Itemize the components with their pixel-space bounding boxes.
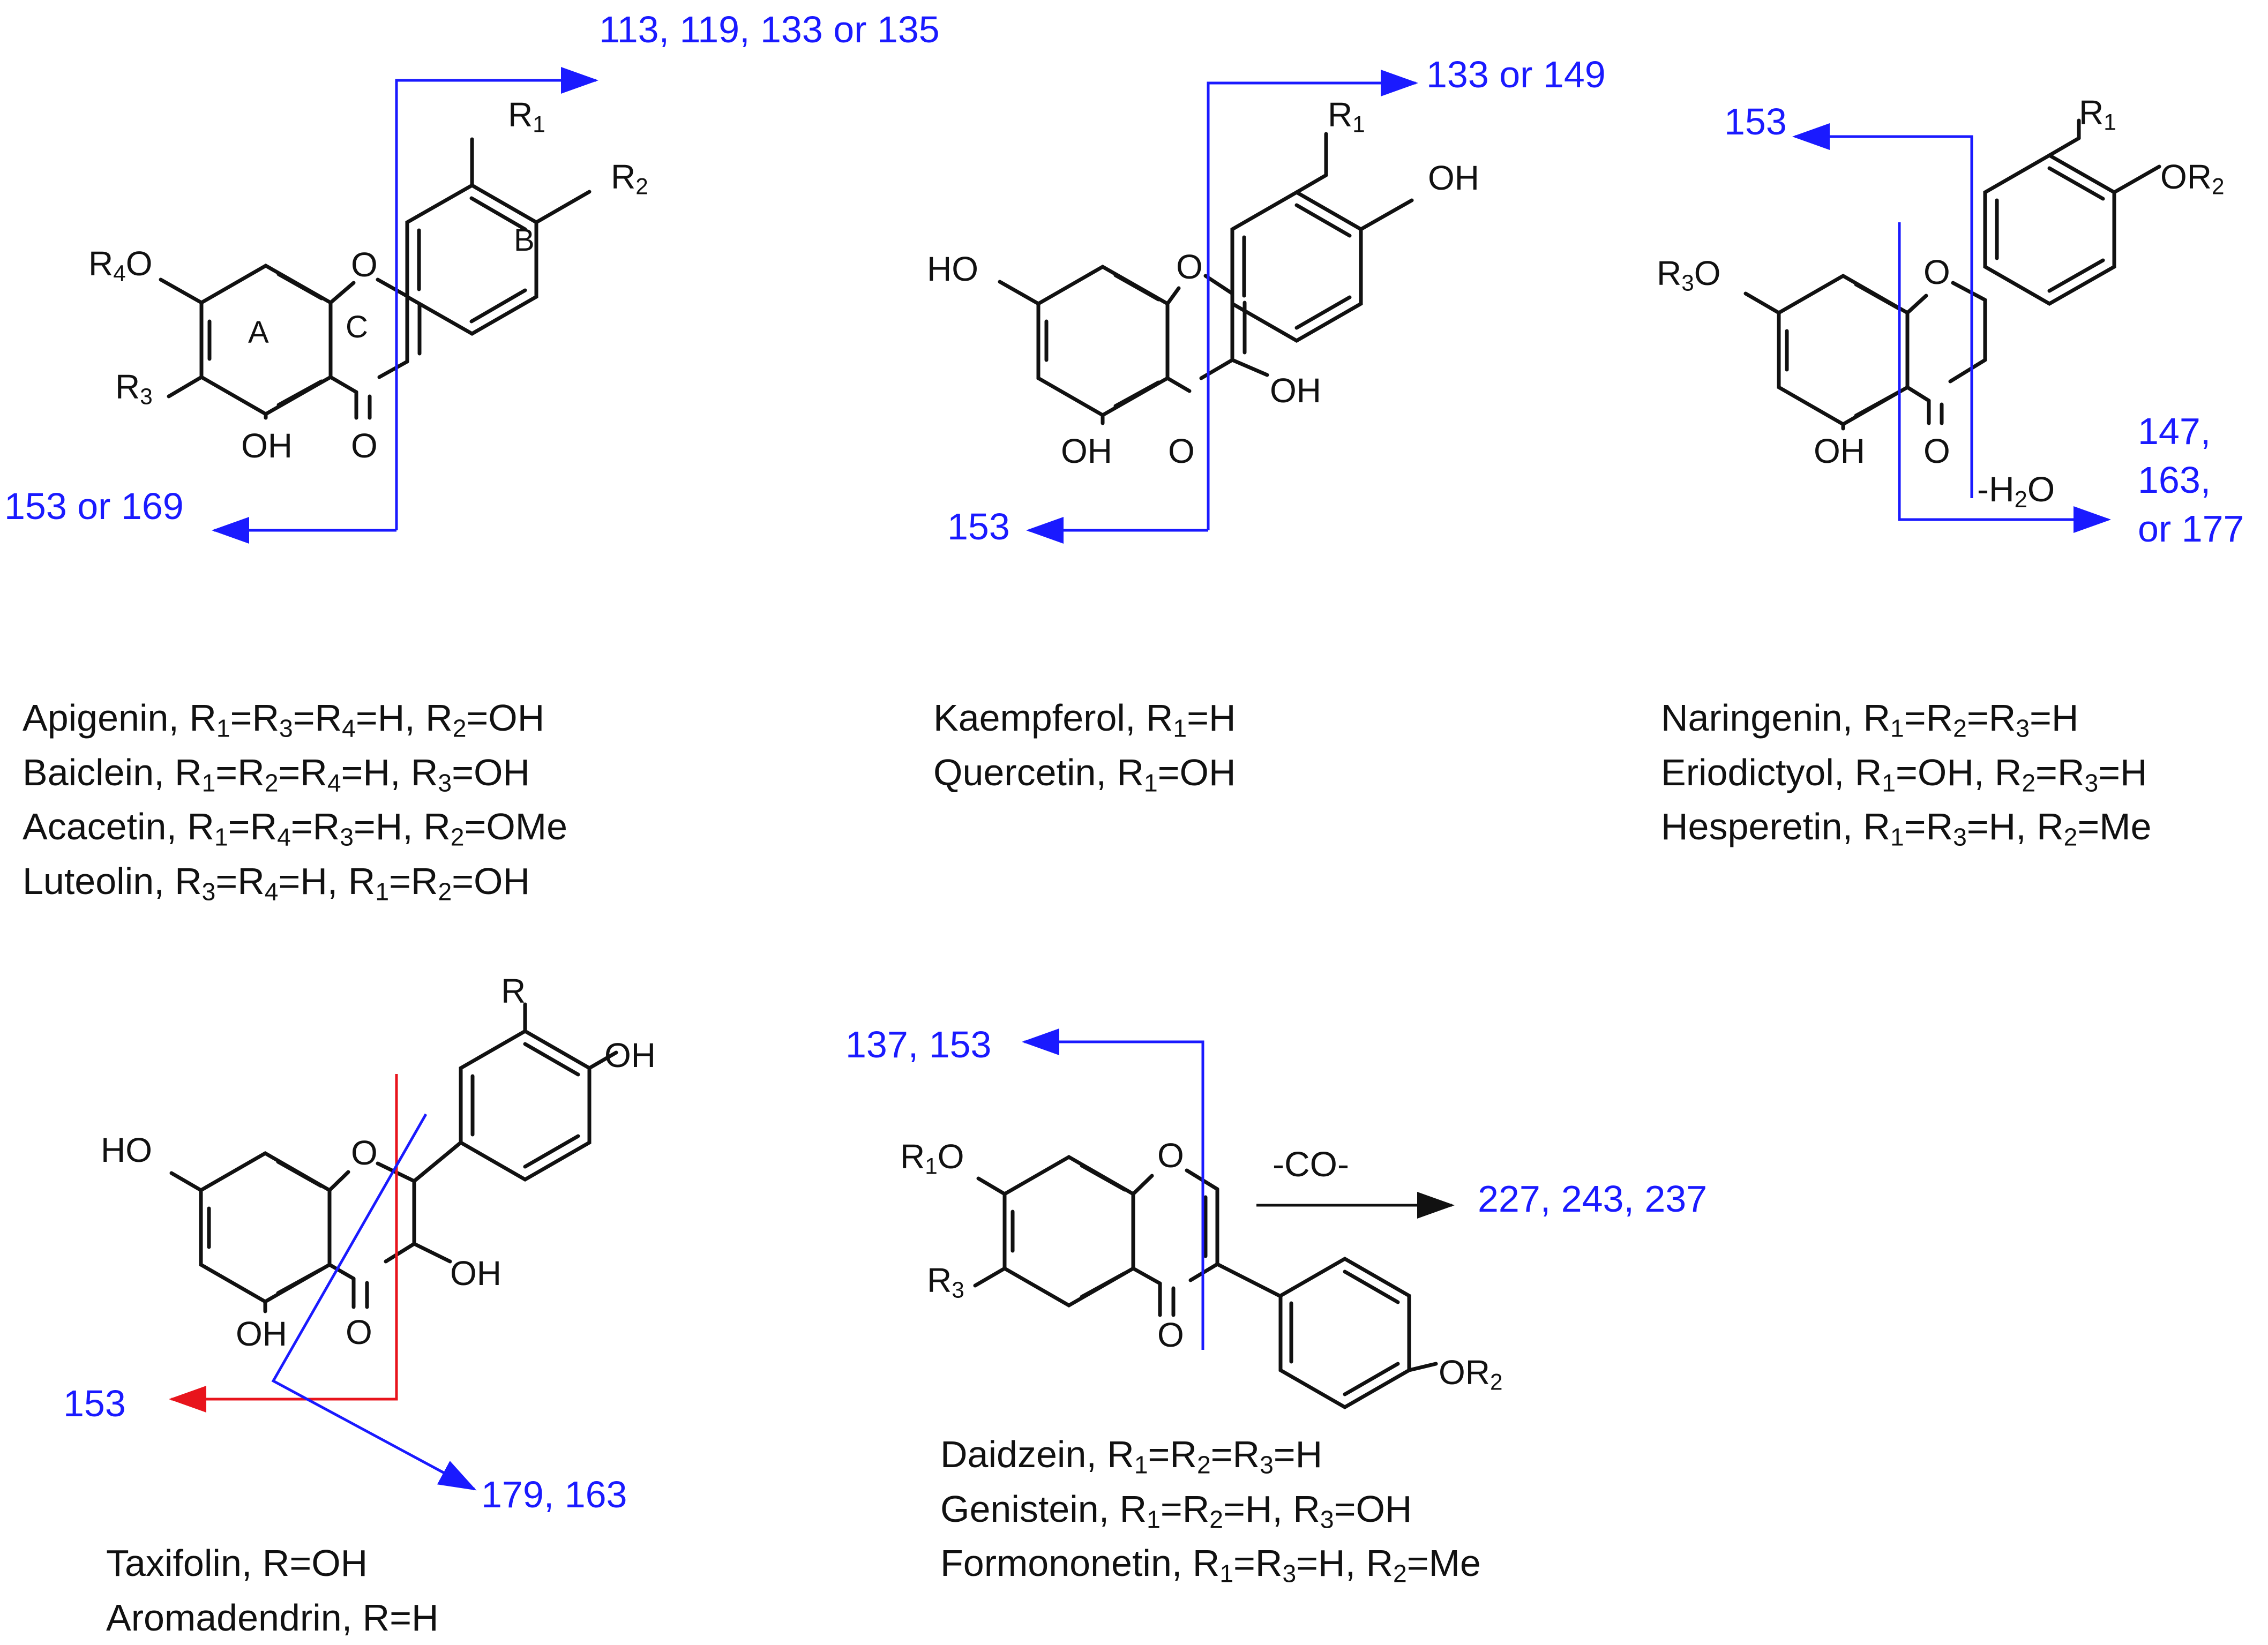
- flavone-oh: OH: [241, 429, 293, 463]
- flavone-o-carbonyl: O: [351, 429, 378, 463]
- flavone-caption-line-3: Acacetin, R1=R4=R3=H, R2=OMe: [23, 800, 567, 854]
- flavanone-o-carbonyl: O: [1923, 434, 1950, 468]
- flavonol-o-ring: O: [1176, 250, 1203, 284]
- flavanone-ring-b: [1985, 155, 2114, 304]
- flavone-caption-line-4: Luteolin, R3=R4=H, R1=R2=OH: [23, 854, 567, 909]
- flavanone-caption-line-2: Eriodictyol, R1=OH, R2=R3=H: [1661, 746, 2151, 800]
- flavonol-structure: [1000, 134, 1412, 423]
- isoflavone-structure: [975, 1157, 1436, 1407]
- flavonol-ring-b: [1232, 192, 1361, 341]
- flavone-ring-label-a: A: [248, 317, 269, 348]
- flavone-ring-b: [407, 185, 536, 334]
- isoflavone-cleavage-path: [1024, 1042, 1203, 1350]
- flavonol-oh-b: OH: [1428, 161, 1479, 195]
- flavone-caption-line-2: Baiclein, R1=R2=R4=H, R3=OH: [23, 746, 567, 800]
- flavanonol-structure: [171, 1004, 616, 1311]
- flavone-fragment-upper: 113, 119, 133 or 135: [599, 11, 940, 48]
- isoflavone-r1o: R1O: [900, 1139, 964, 1174]
- flavanone-oh: OH: [1814, 434, 1865, 468]
- flavone-ring-label-b: B: [514, 225, 535, 256]
- flavonol-oh-c: OH: [1270, 373, 1321, 408]
- flavanone-ring-a: [1779, 276, 1907, 424]
- flavanone-structure: [1746, 121, 2159, 429]
- flavone-ring-c: [331, 283, 354, 303]
- isoflavone-co-loss: -CO-: [1273, 1146, 1349, 1182]
- flavanonol-oh-a: OH: [236, 1317, 287, 1351]
- flavonol-caption-line-2: Quercetin, R1=OH: [933, 746, 1236, 800]
- isoflavone-o-carbonyl: O: [1157, 1318, 1184, 1352]
- flavanonol-ring-b: [461, 1031, 589, 1180]
- flavone-r2: R2: [611, 160, 648, 194]
- flavone-fragment-lower: 153 or 169: [4, 487, 184, 525]
- flavanone-fragment-right: 147, 163, or 177: [2138, 407, 2244, 553]
- flavanonol-o-ring: O: [351, 1136, 378, 1170]
- flavanone-r3o: R3O: [1657, 256, 1721, 290]
- flavanonol-oh-b: OH: [604, 1038, 656, 1072]
- isoflavone-fragment-co-product: 227, 243, 237: [1478, 1180, 1707, 1218]
- flavonol-caption-line-1: Kaempferol, R1=H: [933, 691, 1236, 746]
- flavanonol-ring-a: [201, 1153, 330, 1302]
- flavanonol-caption-line-2: Aromadendrin, R=H: [106, 1591, 439, 1645]
- flavanone-caption-line-3: Hesperetin, R1=R3=H, R2=Me: [1661, 800, 2151, 854]
- isoflavone-ring-b: [1281, 1259, 1409, 1407]
- flavone-o-ring: O: [351, 247, 378, 282]
- flavonol-r1: R1: [1328, 97, 1365, 132]
- flavone-caption-line-1: Apigenin, R1=R3=R4=H, R2=OH: [23, 691, 567, 746]
- flavanone-fragment-left: 153: [1724, 103, 1787, 140]
- isoflavone-o-ring: O: [1157, 1138, 1184, 1173]
- flavone-ring-label-c: C: [346, 312, 368, 343]
- isoflavone-caption-line-2: Genistein, R1=R2=H, R3=OH: [940, 1482, 1481, 1537]
- flavanonol-caption-line-1: Taxifolin, R=OH: [106, 1536, 439, 1591]
- flavanonol-r: R: [501, 974, 526, 1008]
- flavonol-oh-a: OH: [1061, 434, 1112, 468]
- flavanone-o-ring: O: [1923, 255, 1950, 289]
- flavone-r4o: R4O: [88, 246, 153, 281]
- flavanone-caption-line-1: Naringenin, R1=R2=R3=H: [1661, 691, 2151, 746]
- isoflavone-or2: OR2: [1439, 1355, 1503, 1389]
- flavone-r3: R3: [115, 370, 153, 404]
- flavanone-or2: OR2: [2160, 160, 2225, 194]
- flavanone-r1: R1: [2079, 95, 2116, 130]
- isoflavone-fragment-upper: 137, 153: [845, 1026, 991, 1063]
- flavonol-ho-a: HO: [927, 252, 978, 286]
- isoflavone-ring-a: [1005, 1157, 1133, 1305]
- flavonol-fragment-lower: 153: [947, 508, 1010, 545]
- flavonol-fragment-upper: 133 or 149: [1426, 56, 1606, 93]
- flavonol-ring-a: [1038, 267, 1167, 415]
- isoflavone-caption-line-3: Formononetin, R1=R3=H, R2=Me: [940, 1536, 1481, 1591]
- isoflavone-caption-line-1: Daidzein, R1=R2=R3=H: [940, 1428, 1481, 1482]
- flavanonol-ho-a: HO: [101, 1133, 152, 1167]
- isoflavone-r3: R3: [927, 1263, 964, 1297]
- flavone-r1: R1: [508, 97, 545, 132]
- flavanonol-oh-c: OH: [450, 1256, 501, 1290]
- flavanonol-cleavage-path: [171, 1074, 474, 1489]
- flavonol-o-carbonyl: O: [1168, 434, 1195, 468]
- flavanone-water-loss: -H2O: [1977, 471, 2055, 507]
- flavanonol-fragment-red: 153: [63, 1385, 126, 1422]
- flavanonol-o-carbonyl: O: [346, 1315, 372, 1349]
- flavanonol-fragment-blue: 179, 163: [481, 1476, 627, 1513]
